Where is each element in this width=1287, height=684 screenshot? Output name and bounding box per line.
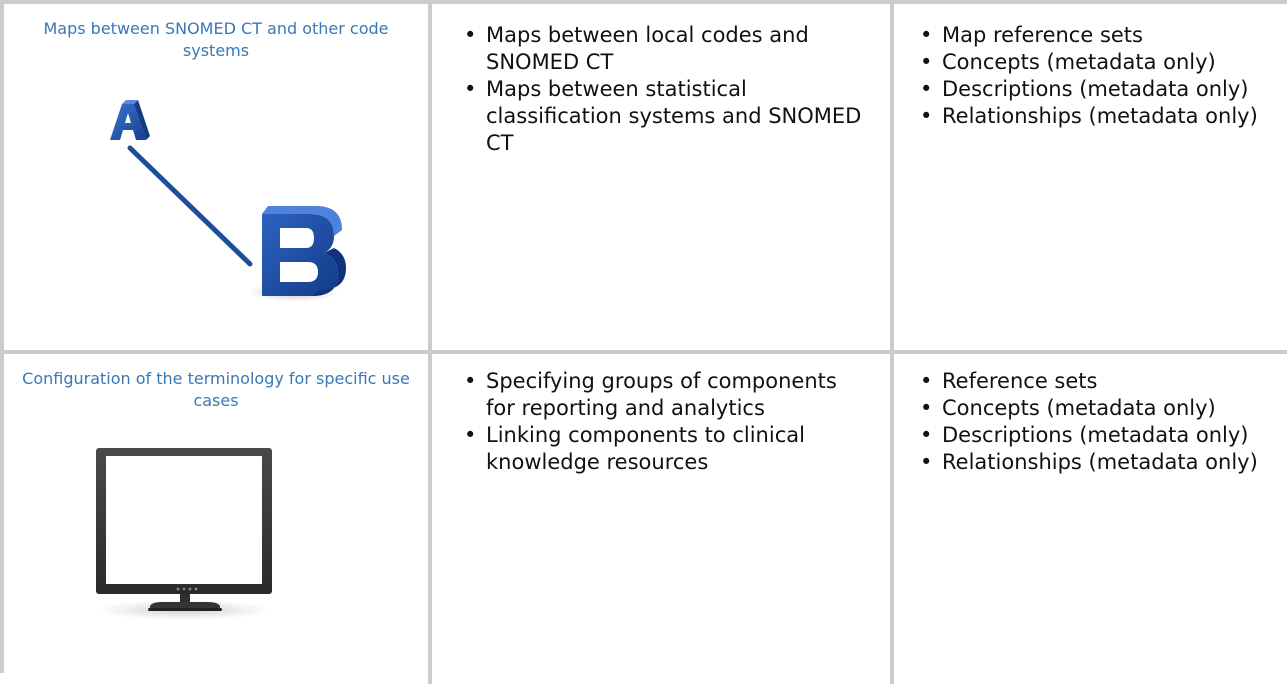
table-row: Maps between SNOMED CT and other code sy… (4, 4, 1287, 354)
purpose-cell: Specifying groups of components for repo… (432, 354, 894, 684)
list-item: Concepts (metadata only) (914, 395, 1287, 422)
list-item: Maps between statistical classification … (458, 76, 866, 157)
list-item: Descriptions (metadata only) (914, 76, 1287, 103)
list-item: Relationships (metadata only) (914, 103, 1287, 130)
list-item: Reference sets (914, 368, 1287, 395)
purpose-cell: Maps between local codes and SNOMED CT M… (432, 4, 894, 350)
table-row: Configuration of the terminology for spe… (4, 354, 1287, 684)
components-list: Reference sets Concepts (metadata only) … (914, 368, 1287, 476)
components-cell: Reference sets Concepts (metadata only) … (894, 354, 1287, 684)
list-item: Specifying groups of components for repo… (458, 368, 866, 422)
components-cell: Map reference sets Concepts (metadata on… (894, 4, 1287, 350)
list-item: Concepts (metadata only) (914, 49, 1287, 76)
monitor-icon (96, 448, 272, 620)
list-item: Maps between local codes and SNOMED CT (458, 22, 866, 76)
use-case-heading: Configuration of the terminology for spe… (22, 369, 410, 410)
purpose-list: Maps between local codes and SNOMED CT M… (458, 22, 866, 157)
components-list: Map reference sets Concepts (metadata on… (914, 22, 1287, 130)
a-to-b-map-icon (110, 100, 346, 302)
use-case-cell: Maps between SNOMED CT and other code sy… (4, 4, 432, 350)
purpose-list: Specifying groups of components for repo… (458, 368, 866, 476)
use-case-cell: Configuration of the terminology for spe… (4, 354, 432, 684)
use-case-heading: Maps between SNOMED CT and other code sy… (43, 19, 389, 60)
list-item: Descriptions (metadata only) (914, 422, 1287, 449)
list-item: Linking components to clinical knowledge… (458, 422, 866, 476)
list-item: Relationships (metadata only) (914, 449, 1287, 476)
list-item: Map reference sets (914, 22, 1287, 49)
